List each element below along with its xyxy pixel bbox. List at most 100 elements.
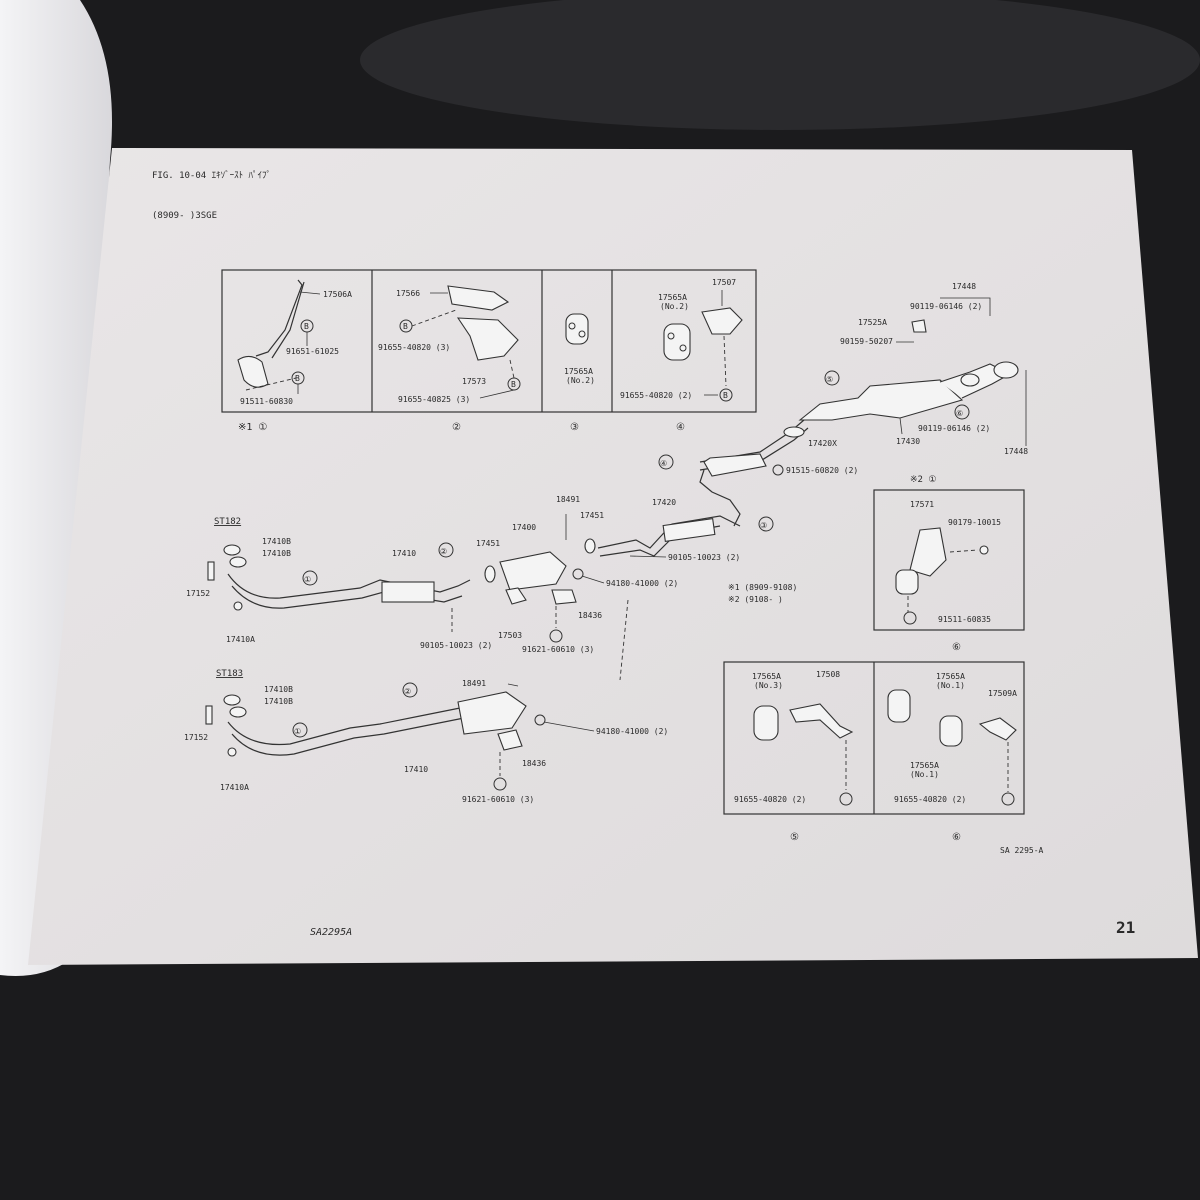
svg-text:B: B — [295, 374, 300, 383]
detail2-part-17573: 17573 — [462, 377, 486, 386]
note-1: ※1 (8909-9108) — [728, 583, 797, 592]
muffler-part-90119-bottom: 90119-06146 (2) — [918, 424, 990, 433]
svg-text:①: ① — [294, 727, 301, 736]
detail6-part-91655: 91655-40820 (2) — [894, 795, 966, 804]
st183-part-94180: 94180-41000 (2) — [596, 727, 668, 736]
st182-part-18491: 18491 — [556, 495, 580, 504]
st182-part-90105-right: 90105-10023 (2) — [668, 553, 740, 562]
st182-label: ST182 — [214, 517, 241, 527]
clamp-drawing — [237, 355, 269, 388]
detail1-part-91651: 91651-61025 — [286, 347, 339, 356]
top-detail-frame — [221, 269, 757, 413]
bottom-right-details: 17565A (No.3) 17508 91655-40820 (2) ⑤ 17… — [723, 661, 1025, 843]
rubber-hanger-drawing — [887, 689, 911, 723]
rubber-hanger-drawing — [565, 313, 589, 345]
dashed-leader — [619, 599, 629, 681]
detail-right-part-91511: 91511-60835 — [938, 615, 991, 624]
detail3-caption: ③ — [570, 422, 579, 433]
muffler-part-17448-top: 17448 — [952, 282, 976, 291]
muffler-part-17420x: 17420X — [808, 439, 837, 448]
detail2-part-17566: 17566 — [396, 289, 420, 298]
detail5-caption: ⑤ — [790, 832, 799, 843]
svg-text:B: B — [403, 322, 408, 331]
detail-right-caption: ⑥ — [952, 642, 961, 653]
svg-text:④: ④ — [660, 459, 667, 468]
detail4-part-17565a: 17565A — [658, 293, 687, 302]
detail5-part-91655: 91655-40820 (2) — [734, 795, 806, 804]
detail2-part-91655-40825: 91655-40825 (3) — [398, 395, 470, 404]
detail4-caption: ④ — [676, 422, 685, 433]
detail6-part-17565a-1: 17565A — [936, 672, 965, 681]
st183-part-18436: 18436 — [522, 759, 546, 768]
detail-right-part-90179: 90179-10015 — [948, 518, 1001, 527]
st182-part-91621: 91621-60610 (3) — [522, 645, 594, 654]
st182-part-17410b-1: 17410B — [262, 537, 291, 546]
front-pipe-17410-st183 — [227, 707, 461, 746]
st183-part-91621: 91621-60610 (3) — [462, 795, 534, 804]
st182-part-17410a: 17410A — [226, 635, 255, 644]
gasket-17420x — [783, 426, 805, 438]
detail1-part-17506a: 17506A — [323, 290, 352, 299]
st182-part-94180: 94180-41000 (2) — [606, 579, 678, 588]
st182-part-17152: 17152 — [186, 589, 210, 598]
muffler-part-91515: 91515-60820 (2) — [786, 466, 858, 475]
insulator-17573-drawing — [456, 317, 519, 361]
notes-block: ※1 (8909-9108) ※2 (9108- ) — [728, 583, 797, 604]
st183-part-17410: 17410 — [404, 765, 428, 774]
main-muffler-assembly: 17448 90119-06146 (2) 17525A 90159-50207… — [658, 282, 1028, 527]
detail-right-part-17571: 17571 — [910, 500, 934, 509]
st182-assembly: ST182 17410B 17410B 17152 17410A 17410 ①… — [186, 495, 774, 681]
callout-5 — [824, 370, 840, 386]
st182-part-17451-right: 17451 — [580, 511, 604, 520]
sub-muffler-drawing — [703, 453, 767, 477]
catalytic-converter-st183 — [457, 691, 527, 735]
muffler-part-90159: 90159-50207 — [840, 337, 893, 346]
detail6-part-17565a-2: 17565A — [910, 761, 939, 770]
detail1-part-91511: 91511-60830 — [240, 397, 293, 406]
rubber-hanger-drawing — [753, 705, 779, 741]
callout-6 — [954, 404, 970, 420]
note-2: ※2 (9108- ) — [728, 595, 783, 604]
st183-part-18491: 18491 — [462, 679, 486, 688]
st183-part-17410b-2: 17410B — [264, 697, 293, 706]
st183-assembly: ST183 17410B 17410B 17152 17410A ① ② 174… — [184, 669, 668, 804]
applicability-text: (8909- )3SGE — [152, 211, 217, 221]
svg-text:(No.1): (No.1) — [910, 770, 939, 779]
detail6-caption: ⑥ — [952, 832, 961, 843]
tail-pipe-tip — [993, 361, 1019, 379]
callout-4 — [658, 454, 674, 470]
st182-part-17410b-2: 17410B — [262, 549, 291, 558]
svg-text:②: ② — [404, 687, 411, 696]
st182-part-17400: 17400 — [512, 523, 536, 532]
st182-part-17420: 17420 — [652, 498, 676, 507]
ref-code: SA 2295-A — [1000, 846, 1044, 855]
figure-title: FIG. 10-04 ｴｷｿﾞｰｽﾄ ﾊﾟｲﾌﾟ — [152, 170, 271, 181]
detail2-caption: ② — [452, 422, 461, 433]
bottom-code: SA2295A — [310, 927, 352, 938]
muffler-part-17430: 17430 — [896, 437, 920, 446]
st182-part-90105-left: 90105-10023 (2) — [420, 641, 492, 650]
st182-part-17410: 17410 — [392, 549, 416, 558]
detail1-caption: ※1 ① — [238, 422, 267, 433]
svg-text:(No.1): (No.1) — [936, 681, 965, 690]
st183-label: ST183 — [216, 669, 243, 679]
muffler-part-17448-bottom: 17448 — [1004, 447, 1028, 456]
st183-part-17410b-1: 17410B — [264, 685, 293, 694]
svg-text:(No.3): (No.3) — [754, 681, 783, 690]
muffler-part-17525a: 17525A — [858, 318, 887, 327]
bracket-17571-drawing — [909, 527, 947, 577]
st182-part-17503: 17503 — [498, 631, 522, 640]
svg-text:⑤: ⑤ — [826, 375, 833, 384]
detail2-part-91655-40820: 91655-40820 (3) — [378, 343, 450, 352]
rubber-hanger-drawing — [939, 715, 963, 747]
page-number: 21 — [1116, 918, 1135, 937]
st183-part-17410a: 17410A — [220, 783, 249, 792]
svg-text:(No.2): (No.2) — [660, 302, 689, 311]
svg-text:①: ① — [304, 575, 311, 584]
bracket-17507-drawing — [701, 307, 743, 335]
left-page-curl — [0, 0, 112, 976]
bracket-17506a-drawing — [255, 279, 303, 357]
svg-text:B: B — [304, 322, 309, 331]
catalytic-converter-17400 — [499, 551, 567, 591]
